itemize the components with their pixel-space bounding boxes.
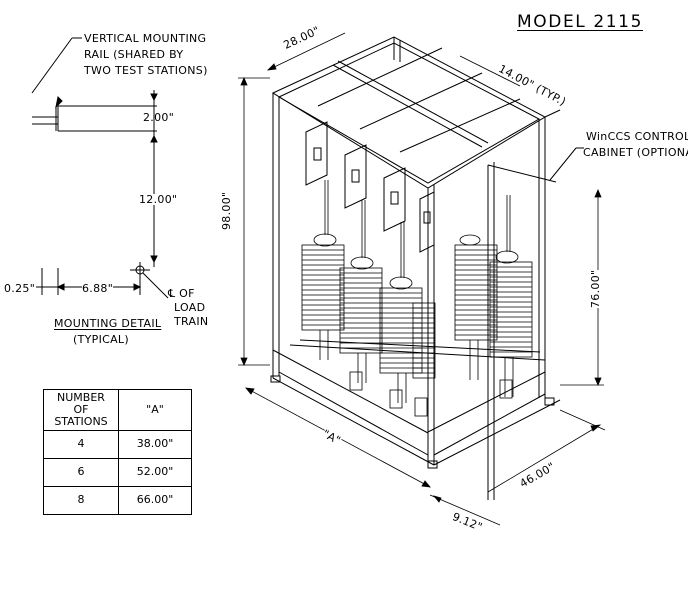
- table-row: 8 66.00": [43, 486, 192, 515]
- table-row: 6 52.00": [43, 458, 192, 487]
- table-cell-a: 52.00": [118, 458, 192, 487]
- wincss-cabinet-drawing: [487, 147, 584, 500]
- mounting-detail-title: MOUNTING DETAIL: [54, 317, 162, 330]
- callout-load-train-line-2: LOAD: [174, 301, 206, 314]
- table-cell-stations: 8: [43, 486, 119, 515]
- mounting-detail-subtitle: (TYPICAL): [73, 333, 129, 346]
- callout-load-train-line-1: ℄ OF: [168, 287, 195, 300]
- test-frame-outline: [270, 36, 561, 469]
- dimension-lines: [238, 32, 606, 526]
- furnace-stacks: [301, 180, 533, 417]
- callout-wincss-line-2: CABINET (OPTIONAL): [583, 146, 688, 159]
- table-cell-stations: 4: [43, 430, 119, 459]
- detail-dim-top: 2.00": [143, 111, 175, 124]
- detail-dim-right: 6.88": [82, 282, 114, 295]
- dim-height: 98.00": [220, 191, 233, 230]
- table-cell-a: 38.00": [118, 430, 192, 459]
- model-title: MODEL 2115: [517, 12, 644, 32]
- callout-vertical-rail-line-2: RAIL (SHARED BY: [84, 48, 184, 61]
- detail-dim-mid: 12.00": [139, 193, 178, 206]
- table-cell-a: 66.00": [118, 486, 192, 515]
- control-boxes: [305, 121, 435, 253]
- callout-vertical-rail-line-3: TWO TEST STATIONS): [84, 64, 208, 77]
- mounting-detail-drawing: [31, 37, 169, 299]
- detail-dim-left: 0.25": [4, 282, 36, 295]
- callout-vertical-rail-line-1: VERTICAL MOUNTING: [84, 32, 207, 45]
- callout-load-train-line-3: TRAIN: [174, 315, 209, 328]
- dim-inner-height: 76.00": [589, 269, 602, 308]
- callout-wincss-line-1: WinCCS CONTROL: [586, 130, 688, 143]
- table-row: 4 38.00": [43, 430, 192, 459]
- table-header-row: NUMBER OF STATIONS "A": [43, 389, 192, 431]
- stations-table: NUMBER OF STATIONS "A" 4 38.00" 6 52.00"…: [43, 389, 192, 515]
- table-header-stations: NUMBER OF STATIONS: [43, 389, 119, 431]
- table-header-a: "A": [118, 389, 192, 431]
- table-cell-stations: 6: [43, 458, 119, 487]
